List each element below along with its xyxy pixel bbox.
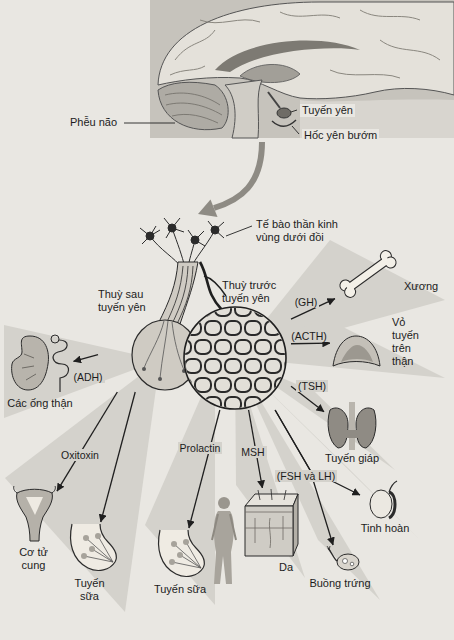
skin-drawing [240, 488, 300, 558]
hormone-arrow [101, 392, 135, 522]
breast-drawing [62, 522, 118, 574]
target-organ: Tuyến sữa [150, 528, 210, 596]
organ-label: Da [278, 561, 294, 574]
hormone-label: (TSH) [296, 380, 328, 392]
testis-drawing [365, 480, 401, 520]
hormone-label: (ADH) [71, 371, 104, 383]
hormone-arrow [189, 410, 220, 528]
organ-label: Tuyến giáp [324, 452, 380, 465]
uterus-drawing [12, 485, 57, 543]
target-organ: Tuyến sữa [62, 522, 118, 603]
hormone-arrow [291, 343, 330, 345]
organ-label: Tuyến sữa [153, 583, 207, 596]
stalk-axons [166, 266, 193, 324]
anterior-drawing [183, 306, 287, 410]
adrenal-drawing [330, 333, 382, 369]
part-label: Hốc yên bướm [302, 129, 379, 142]
organ-label: Các ống thận [7, 397, 74, 410]
part-label: Tế bào thần kinh vùng dưới đồi [256, 218, 356, 244]
target-organ: Tuyến giáp [324, 402, 380, 465]
target-organ: Xương [335, 248, 440, 300]
target-organ: Cơ tử cung [12, 485, 58, 572]
ray-wedges [4, 240, 445, 612]
hormone-label: MSH [239, 446, 266, 458]
breast-drawing [150, 528, 210, 580]
organ-label: Cơ tử cung [12, 546, 56, 572]
organ-label: Tuyến sữa [70, 577, 110, 603]
hormone-label: (FSH và LH) [275, 470, 337, 482]
target-organ: Tinh hoàn [360, 480, 410, 535]
part-label: Phễu não [70, 116, 117, 129]
hormone-label: Prolactin [178, 442, 223, 454]
part-label: Tuyến yên [300, 104, 355, 117]
lobe-label: Thuỳ sau tuyến yên [98, 288, 158, 314]
target-organ: Da [240, 488, 300, 574]
ovary-drawing [326, 545, 362, 575]
organ-label: Tinh hoàn [360, 522, 410, 535]
target-organ: Buồng trứng [309, 545, 372, 590]
organ-label: Vỏ tuyến trên thận [392, 316, 428, 368]
hormone-arrow [74, 355, 99, 362]
hormone-label: (GH) [293, 296, 320, 308]
bone-drawing [335, 248, 401, 300]
organ-label: Buồng trứng [309, 577, 372, 590]
human-figure [212, 497, 236, 584]
leader-lines [124, 110, 299, 236]
organ-label: Xương [404, 280, 440, 293]
thyroid-drawing [324, 402, 380, 450]
hormone-label: (ACTH) [289, 330, 329, 342]
pituitary-lobe: Thuỳ trước tuyến yên [183, 279, 291, 410]
kidney-drawing [8, 332, 72, 394]
target-organ: Các ống thận [7, 332, 74, 410]
lobe-label: Thuỳ trước tuyến yên [222, 279, 290, 305]
hormone-label: Oxitoxin [59, 449, 101, 461]
target-organ: Vỏ tuyến trên thận [330, 316, 429, 369]
zoom-arrow [198, 142, 262, 217]
pituitary-lobe: Thuỳ sau tuyến yên [98, 288, 200, 392]
hypothalamus-neurons [140, 218, 224, 268]
brain-section [150, 0, 454, 138]
pituitary-stalk [158, 262, 198, 324]
